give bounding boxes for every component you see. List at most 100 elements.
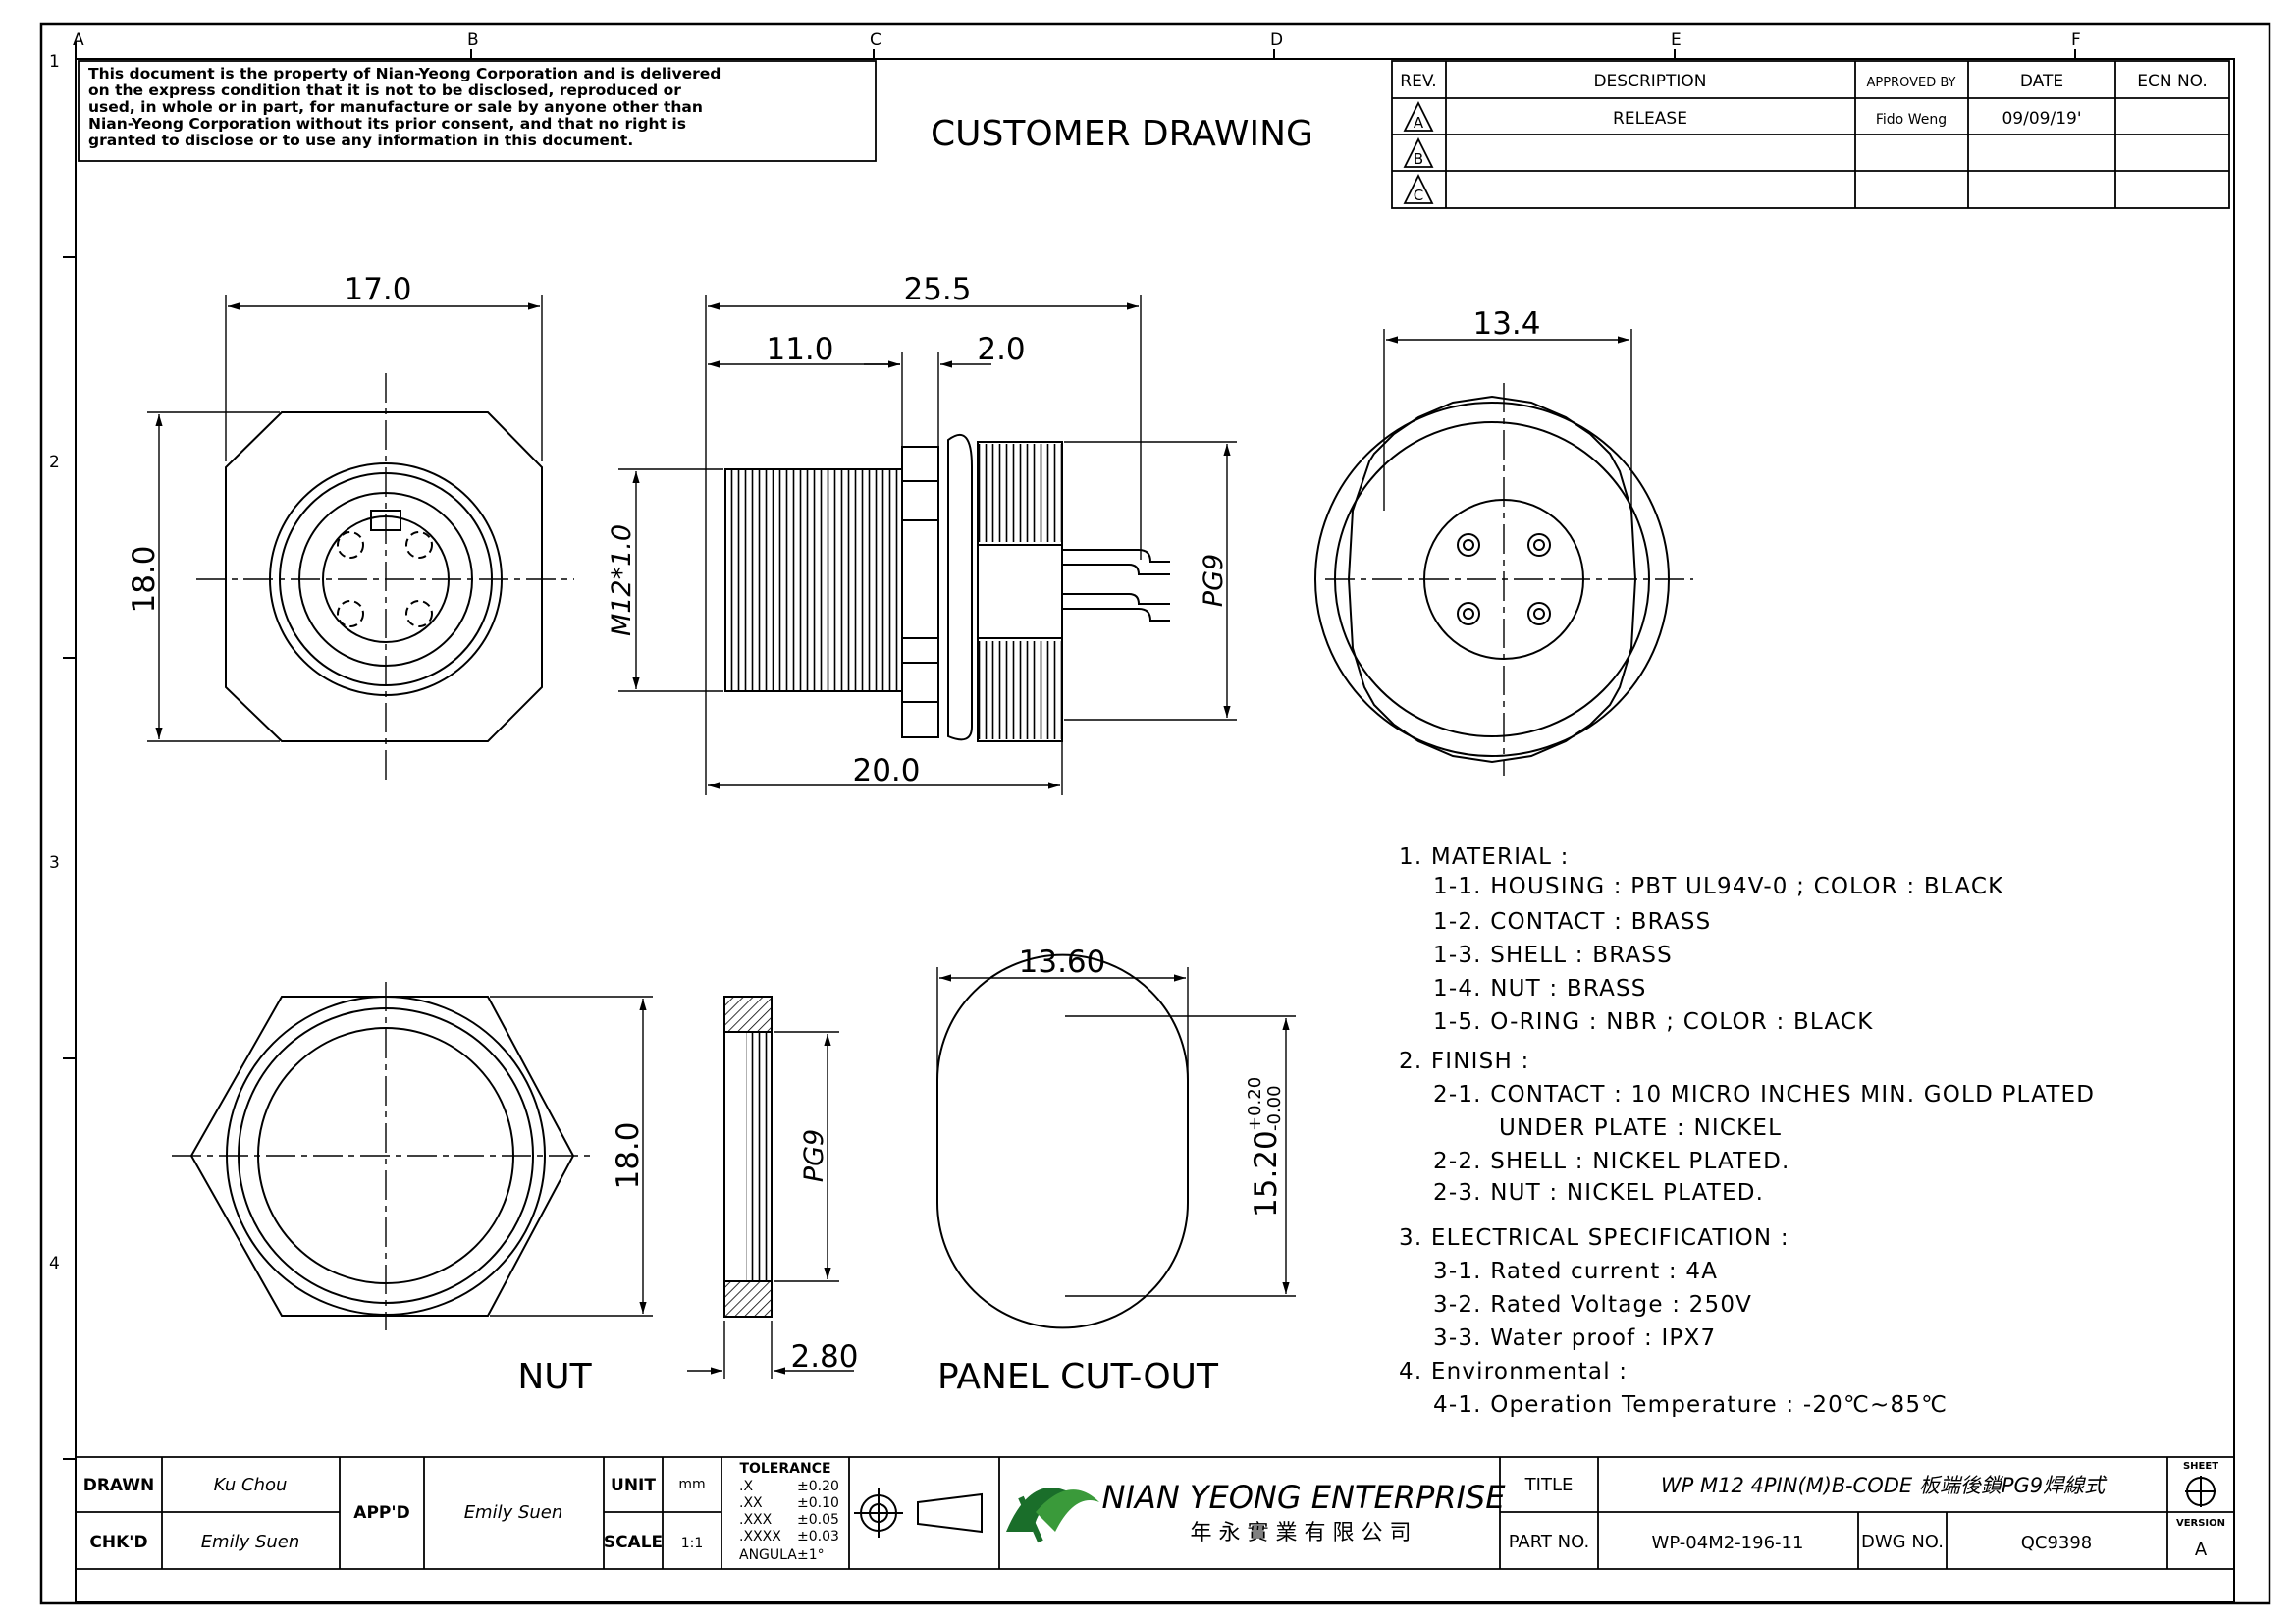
rev-c-letter: C: [1414, 187, 1423, 204]
company-logo-icon: [1006, 1488, 1099, 1543]
title-block: DRAWN CHK'D APP'D UNIT SCALE Ku Chou Emi…: [76, 1456, 2234, 1570]
side-flange-dim: 2.0: [977, 332, 1025, 367]
rev-a-approver: Fido Weng: [1876, 112, 1947, 128]
note-line: 3-2. Rated Voltage : 250V: [1433, 1292, 1752, 1318]
note-line: 3-1. Rated current : 4A: [1433, 1259, 1718, 1284]
nut-height-dim: 18.0: [611, 1121, 646, 1189]
zone-row-3: 3: [49, 853, 60, 873]
tolerance-key: .XXXX: [739, 1529, 781, 1544]
note-line: 2-2. SHELL : NICKEL PLATED.: [1433, 1149, 1790, 1174]
rev-a-date: 09/09/19': [2002, 109, 2081, 129]
tolerance-key: ANGULA: [739, 1547, 797, 1563]
tolerance-title: TOLERANCE: [739, 1461, 830, 1477]
side-pg-label: PG9: [1199, 554, 1229, 607]
sheet-label: SHEET: [2183, 1461, 2218, 1472]
dwg-no-label: DWG NO.: [1861, 1532, 1944, 1552]
panel-cutout-view: [936, 953, 1296, 1329]
cutout-height-dim-group: 15.20 +0.20 -0.00: [1245, 1077, 1285, 1217]
notice-line: granted to disclose or to use any inform…: [88, 132, 633, 149]
part-no-value: WP-04M2-196-11: [1652, 1533, 1804, 1553]
scale-label: SCALE: [604, 1533, 663, 1552]
part-no-label: PART NO.: [1509, 1532, 1590, 1552]
note-line: 1-1. HOUSING : PBT UL94V-0 ; COLOR : BLA…: [1433, 874, 2003, 899]
zone-col-c: C: [870, 30, 881, 50]
cutout-caption: PANEL CUT-OUT: [937, 1357, 1219, 1397]
tolerance-value: ±1°: [797, 1547, 825, 1563]
sheet-symbol-icon: [2185, 1476, 2216, 1507]
notice-line: This document is the property of Nian-Ye…: [88, 65, 721, 82]
tolerance-value: ±0.20: [797, 1479, 839, 1494]
rev-a-description: RELEASE: [1613, 109, 1687, 129]
drawn-label: DRAWN: [83, 1476, 155, 1495]
scale-value: 1:1: [681, 1536, 704, 1551]
cutout-tol-minus: -0.00: [1264, 1085, 1285, 1131]
note-line: 3. ELECTRICAL SPECIFICATION :: [1399, 1225, 1789, 1251]
side-total-dim: 25.5: [903, 272, 971, 307]
note-line: 2-1. CONTACT : 10 MICRO INCHES MIN. GOLD…: [1433, 1082, 2095, 1108]
note-line: 1-3. SHELL : BRASS: [1433, 943, 1673, 968]
version-value: A: [2195, 1540, 2208, 1560]
dwg-no-value: QC9398: [2021, 1533, 2093, 1553]
note-line: 1-4. NUT : BRASS: [1433, 976, 1647, 1001]
zone-col-a: A: [73, 30, 84, 50]
zone-row-1: 1: [49, 52, 60, 72]
zone-col-d: D: [1270, 30, 1283, 50]
tolerance-value: ±0.10: [797, 1495, 839, 1511]
zone-row-2: 2: [49, 453, 60, 472]
proprietary-notice: This document is the property of Nian-Ye…: [78, 60, 877, 162]
title-value: WP M12 4PIN(M)B-CODE 板端後鎖PG9焊線式: [1661, 1474, 2108, 1497]
approved-by-header: APPROVED BY: [1866, 76, 1955, 90]
note-line: 1-5. O-RING : NBR ; COLOR : BLACK: [1433, 1009, 1874, 1035]
drawing-title: CUSTOMER DRAWING: [931, 114, 1313, 154]
tolerance-value: ±0.05: [797, 1512, 839, 1528]
rear-width-dim: 13.4: [1472, 306, 1540, 342]
tolerance-key: .XXX: [739, 1512, 773, 1528]
note-line: 3-3. Water proof : IPX7: [1433, 1325, 1716, 1351]
note-line: 4-1. Operation Temperature : -20℃~85℃: [1433, 1392, 1948, 1418]
zone-grid: [63, 41, 2076, 1460]
front-view: [147, 295, 574, 781]
zone-row-4: 4: [49, 1254, 60, 1273]
nut-caption: NUT: [517, 1357, 592, 1397]
rev-a-letter: A: [1414, 114, 1424, 132]
rear-view: [1314, 329, 1693, 776]
company-name: NIAN YEONG ENTERPRISE: [1102, 1479, 1507, 1516]
notice-line: used, in whole or in part, for manufactu…: [88, 98, 703, 116]
nut-thickness-dim: 2.80: [790, 1339, 858, 1375]
cutout-tol-plus: +0.20: [1245, 1077, 1265, 1131]
cutout-height-dim: 15.20: [1249, 1130, 1284, 1217]
front-height-dim: 18.0: [127, 545, 162, 613]
nut-section: [687, 996, 854, 1379]
version-label: VERSION: [2176, 1518, 2225, 1529]
zone-col-b: B: [467, 30, 479, 50]
zone-labels: A B C D E F 1 2 3 4: [49, 30, 2081, 1273]
side-thread-label: M12*1.0: [607, 524, 637, 636]
sheet-frame: [39, 22, 2271, 1605]
tolerance-key: .XX: [739, 1495, 763, 1511]
revision-table: REV. DESCRIPTION APPROVED BY DATE ECN NO…: [1391, 60, 2230, 209]
unit-label: UNIT: [611, 1476, 656, 1495]
note-line: 1. MATERIAL :: [1399, 844, 1570, 870]
date-header: DATE: [2020, 72, 2063, 91]
notice-line: on the express condition that it is not …: [88, 81, 681, 99]
ecn-header: ECN NO.: [2137, 72, 2208, 91]
side-view: [618, 295, 1237, 795]
chkd-value: Emily Suen: [201, 1532, 300, 1552]
cutout-width-dim: 13.60: [1019, 945, 1106, 980]
nut-view: [172, 982, 653, 1330]
zone-col-e: E: [1671, 30, 1682, 50]
side-body-dim: 20.0: [852, 753, 920, 788]
spec-notes: 1. MATERIAL : 1-1. HOUSING : PBT UL94V-0…: [1399, 844, 2095, 1418]
note-line: 2. FINISH :: [1399, 1049, 1529, 1074]
note-line: 1-2. CONTACT : BRASS: [1433, 909, 1711, 935]
front-width-dim: 17.0: [344, 272, 411, 307]
unit-value: mm: [678, 1477, 705, 1492]
projection-symbol-icon: [854, 1488, 983, 1538]
side-thread-dim: 11.0: [766, 332, 833, 367]
notice-line: Nian-Yeong Corporation without its prior…: [88, 115, 686, 133]
tolerance-key: .X: [739, 1479, 753, 1494]
tolerance-value: ±0.03: [797, 1529, 839, 1544]
note-line: 2-3. NUT : NICKEL PLATED.: [1433, 1180, 1764, 1206]
title-label: TITLE: [1524, 1475, 1574, 1495]
